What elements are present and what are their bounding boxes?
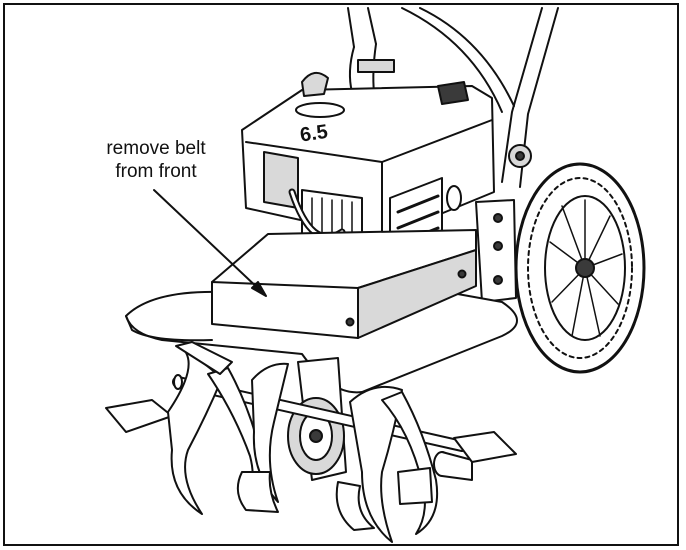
handle-bars: [347, 7, 559, 188]
side-bracket: [475, 199, 517, 303]
right-tines: [335, 386, 517, 543]
left-tines: [105, 341, 263, 515]
tiller-illustration: 6.5: [105, 7, 646, 543]
illustration-frame: 6.5: [3, 3, 679, 546]
engine-badge: 6.5: [299, 121, 330, 147]
callout-line-2: from front: [115, 161, 197, 182]
center-tines: [236, 362, 289, 513]
callout-line-1: remove belt: [106, 138, 206, 159]
handle-knob: [508, 144, 532, 168]
belt-cover: [211, 229, 477, 339]
wheel: [514, 162, 646, 374]
callout-label: remove belt from front: [61, 137, 251, 183]
callout-arrow: [153, 189, 267, 297]
